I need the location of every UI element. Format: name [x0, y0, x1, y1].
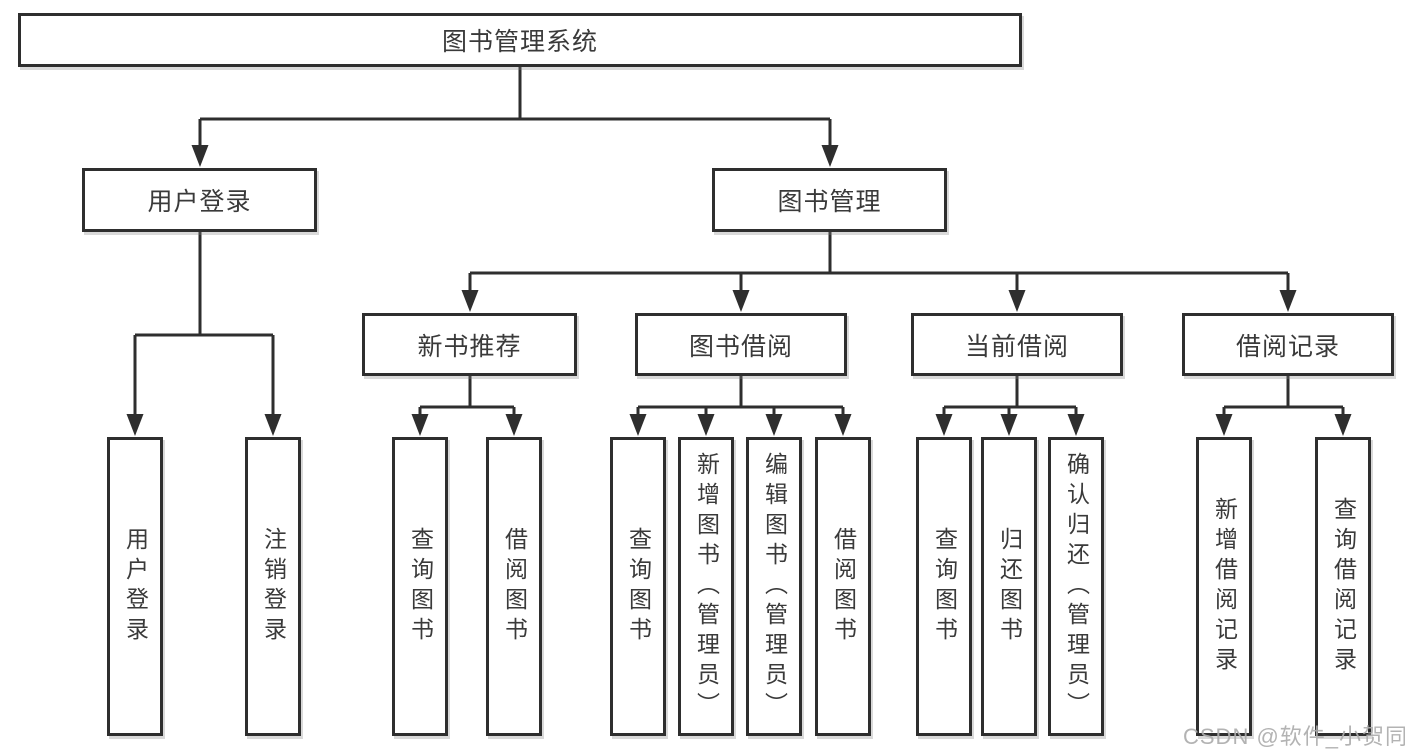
- node-user-login: 用户登录: [82, 168, 317, 232]
- node-label: 借阅记录: [1235, 332, 1340, 361]
- leaf-user-login: 用户登录: [107, 437, 163, 736]
- leaf-logout-login: 注销登录: [245, 437, 301, 736]
- leaf-borrow-book-recommend: 借阅图书: [486, 437, 542, 736]
- node-label: 归还图书: [996, 526, 1023, 647]
- node-label: 编辑图书（管理员）: [761, 451, 788, 722]
- node-label: 查询图书: [625, 526, 652, 647]
- leaf-query-book-recommend: 查询图书: [392, 437, 448, 736]
- node-new-book-recommend: 新书推荐: [362, 313, 577, 376]
- node-label: 新增借阅记录: [1211, 496, 1238, 677]
- leaf-return-book: 归还图书: [981, 437, 1037, 736]
- node-label: 查询图书: [931, 526, 958, 647]
- leaf-edit-book-admin: 编辑图书（管理员）: [746, 437, 802, 736]
- leaf-query-borrow-record: 查询借阅记录: [1315, 437, 1371, 736]
- node-label: 用户登录: [147, 188, 252, 216]
- node-label: 新增图书（管理员）: [693, 451, 720, 722]
- node-borrow-records: 借阅记录: [1182, 313, 1394, 376]
- leaf-query-book-current: 查询图书: [916, 437, 972, 736]
- node-book-management: 图书管理: [712, 168, 947, 232]
- node-label: 查询借阅记录: [1330, 496, 1357, 677]
- node-label: 图书管理系统: [441, 28, 598, 56]
- node-current-borrow: 当前借阅: [911, 313, 1123, 376]
- node-book-borrow: 图书借阅: [635, 313, 847, 376]
- node-library-management-system: 图书管理系统: [18, 13, 1022, 67]
- node-label: 图书管理: [777, 188, 882, 216]
- node-label: 当前借阅: [964, 332, 1069, 361]
- node-label: 注销登录: [260, 526, 287, 647]
- node-label: 借阅图书: [501, 526, 528, 647]
- csdn-watermark: CSDN @软件_小贺同学: [1183, 724, 1405, 749]
- node-label: 新书推荐: [417, 332, 522, 361]
- leaf-add-borrow-record: 新增借阅记录: [1196, 437, 1252, 736]
- node-label: 确认归还（管理员）: [1063, 451, 1090, 722]
- node-label: 图书借阅: [688, 332, 793, 361]
- node-label: 查询图书: [407, 526, 434, 647]
- node-label: 借阅图书: [830, 526, 857, 647]
- leaf-query-book-borrow: 查询图书: [610, 437, 666, 736]
- leaf-add-book-admin: 新增图书（管理员）: [678, 437, 734, 736]
- leaf-borrow-book: 借阅图书: [815, 437, 871, 736]
- leaf-confirm-return-admin: 确认归还（管理员）: [1048, 437, 1104, 736]
- node-label: 用户登录: [122, 526, 149, 647]
